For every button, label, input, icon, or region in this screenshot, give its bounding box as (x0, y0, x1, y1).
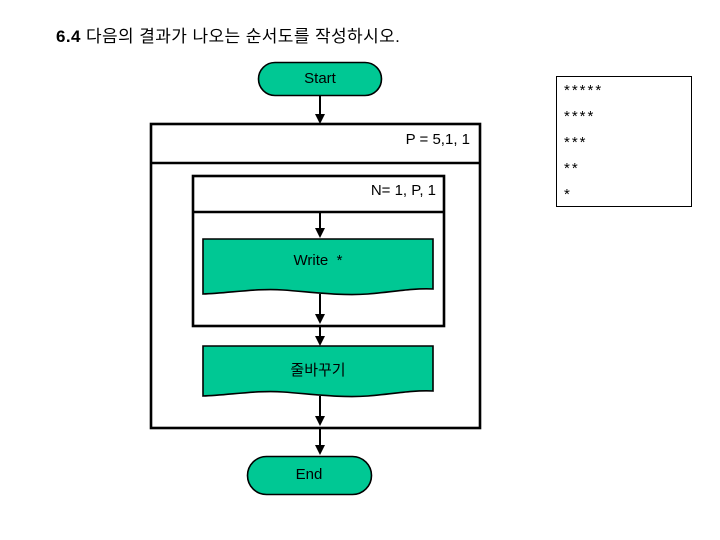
expected-output-lines: ***** **** *** ** * (564, 78, 692, 208)
connector-write-to-inner-loop-footer (315, 294, 325, 324)
output-line: ** (564, 160, 580, 177)
outer-loop-box[interactable] (149, 122, 482, 430)
expected-output-box (556, 76, 692, 207)
newline-document-shape[interactable] (202, 345, 434, 398)
connector-start-to-outer-loop (315, 95, 325, 124)
inner-loop-box[interactable] (191, 174, 446, 328)
connector-inner-loop-to-write (315, 212, 325, 238)
output-line: ***** (564, 82, 604, 99)
output-line: * (564, 186, 572, 203)
write-document-shape[interactable] (202, 238, 434, 296)
start-terminator-shape[interactable] (257, 61, 383, 97)
page-title-number: 6.4 (56, 27, 81, 46)
output-line: *** (564, 134, 588, 151)
page-title-text: 다음의 결과가 나오는 순서도를 작성하시오. (85, 27, 401, 46)
connector-inner-loop-footer-to-newline (315, 326, 325, 346)
connector-newline-to-outer-loop-footer (315, 396, 325, 426)
output-line: **** (564, 108, 596, 125)
page-title: 6.4 다음의 결과가 나오는 순서도를 작성하시오. (56, 22, 400, 47)
end-terminator-shape[interactable] (246, 455, 373, 496)
connector-outer-loop-to-end (315, 428, 325, 455)
